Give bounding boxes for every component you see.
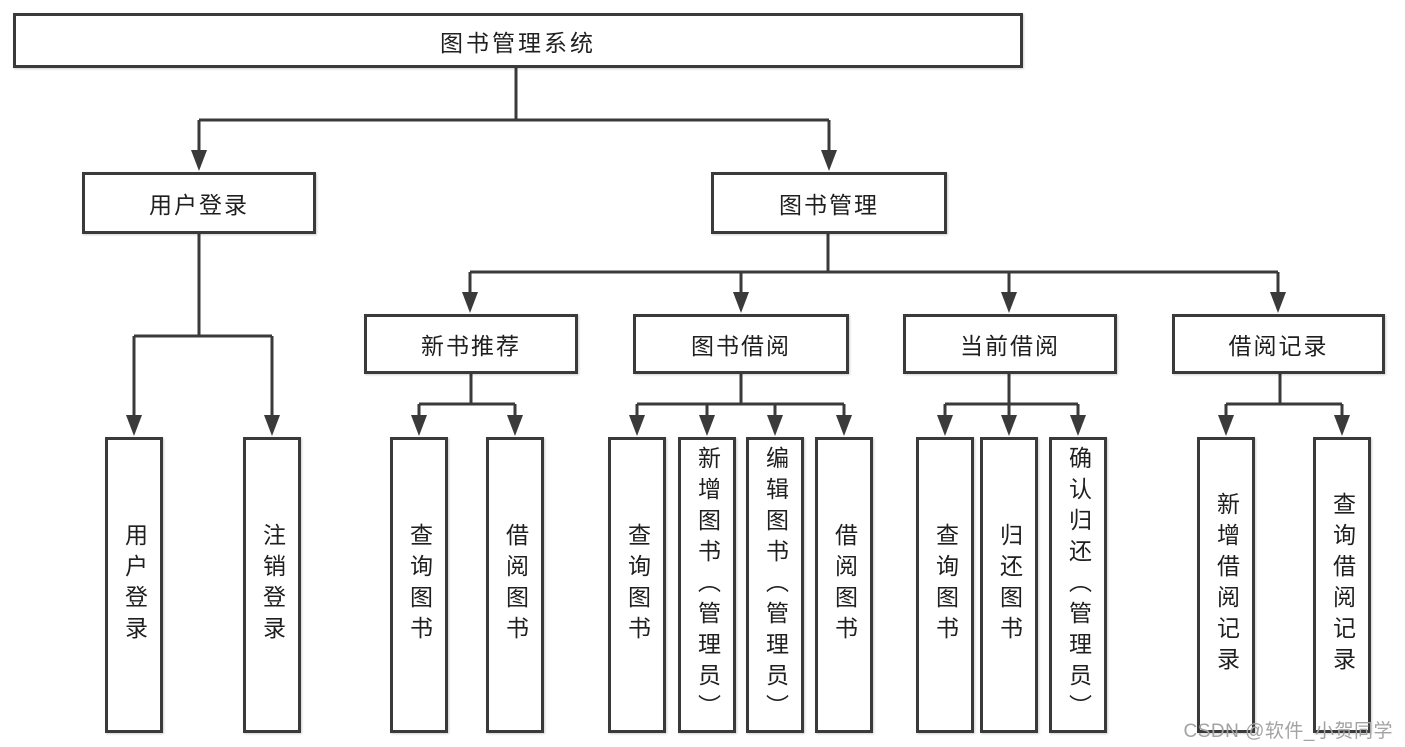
node-borrow-records-label: 借阅记录 [1228,333,1329,359]
leaf-borrow-edit-books-admin-label: 编辑图书（管理员） [762,445,789,725]
arrow-down-icon [733,292,749,313]
arrow-down-icon [411,415,427,436]
leaf-current-confirm-return-admin-label: 确认归还（管理员） [1065,445,1092,725]
leaf-borrow-add-books-admin: 新增图书（管理员） [678,437,736,733]
leaf-borrow-query-books: 查询图书 [608,437,666,733]
connector-borrow-records [1224,374,1344,418]
arrow-down-icon [767,415,783,436]
leaf-records-query-record: 查询借阅记录 [1313,437,1371,733]
leaf-recommend-query-books-label: 查询图书 [406,523,433,647]
leaf-current-query-books: 查询图书 [916,437,974,733]
node-root-system-label: 图书管理系统 [440,29,596,56]
leaf-borrow-borrow-books: 借阅图书 [815,437,873,733]
connector-current-borrow [943,374,1080,418]
leaf-current-return-books-label: 归还图书 [996,523,1023,647]
connector-new-book-recommend [417,374,517,418]
leaf-current-confirm-return-admin: 确认归还（管理员） [1049,437,1107,733]
node-new-book-recommend: 新书推荐 [364,314,578,374]
connector-user-login [132,234,274,418]
leaf-recommend-borrow-books: 借阅图书 [486,437,544,733]
arrow-down-icon [1218,415,1234,436]
arrow-down-icon [1270,292,1286,313]
leaf-current-return-books: 归还图书 [980,437,1038,733]
node-root-system: 图书管理系统 [13,13,1023,68]
leaf-current-query-books-label: 查询图书 [932,523,959,647]
arrow-down-icon [821,150,837,171]
csdn-watermark: CSDN @软件_小贺同学 [1183,721,1393,742]
arrow-down-icon [126,415,142,436]
leaf-user-login: 用户登录 [105,437,163,733]
node-current-borrow: 当前借阅 [903,314,1117,374]
arrowheads [126,150,1350,436]
arrow-down-icon [1001,415,1017,436]
leaf-recommend-query-books: 查询图书 [390,437,448,733]
node-book-management-label: 图书管理 [779,192,879,218]
connector-book-management [468,234,1280,295]
node-borrow-records: 借阅记录 [1172,314,1385,374]
leaf-borrow-borrow-books-label: 借阅图书 [831,523,858,647]
leaf-borrow-query-books-label: 查询图书 [624,523,651,647]
leaf-recommend-borrow-books-label: 借阅图书 [502,523,529,647]
arrow-down-icon [937,415,953,436]
arrow-down-icon [1001,292,1017,313]
leaf-logout: 注销登录 [243,437,301,733]
node-book-management: 图书管理 [711,172,947,234]
node-book-borrow: 图书借阅 [633,314,849,374]
arrow-down-icon [699,415,715,436]
arrow-down-icon [836,415,852,436]
leaf-records-add-record: 新增借阅记录 [1197,437,1255,733]
leaf-records-query-record-label: 查询借阅记录 [1329,492,1356,678]
arrow-down-icon [507,415,523,436]
leaf-borrow-edit-books-admin: 编辑图书（管理员） [746,437,804,733]
node-current-borrow-label: 当前借阅 [960,333,1060,359]
leaf-borrow-add-books-admin-label: 新增图书（管理员） [694,445,721,725]
arrow-down-icon [462,292,478,313]
node-user-login-label: 用户登录 [149,192,249,218]
node-book-borrow-label: 图书借阅 [691,333,791,359]
leaf-logout-label: 注销登录 [259,523,286,647]
node-new-book-recommend-label: 新书推荐 [421,333,521,359]
leaf-user-login-label: 用户登录 [121,523,148,647]
leaf-records-add-record-label: 新增借阅记录 [1213,492,1240,678]
arrow-down-icon [191,150,207,171]
arrow-down-icon [264,415,280,436]
connector-root [197,68,831,153]
arrow-down-icon [1070,415,1086,436]
arrow-down-icon [1334,415,1350,436]
arrow-down-icon [629,415,645,436]
connector-book-borrow [635,374,846,418]
node-user-login: 用户登录 [82,172,316,234]
